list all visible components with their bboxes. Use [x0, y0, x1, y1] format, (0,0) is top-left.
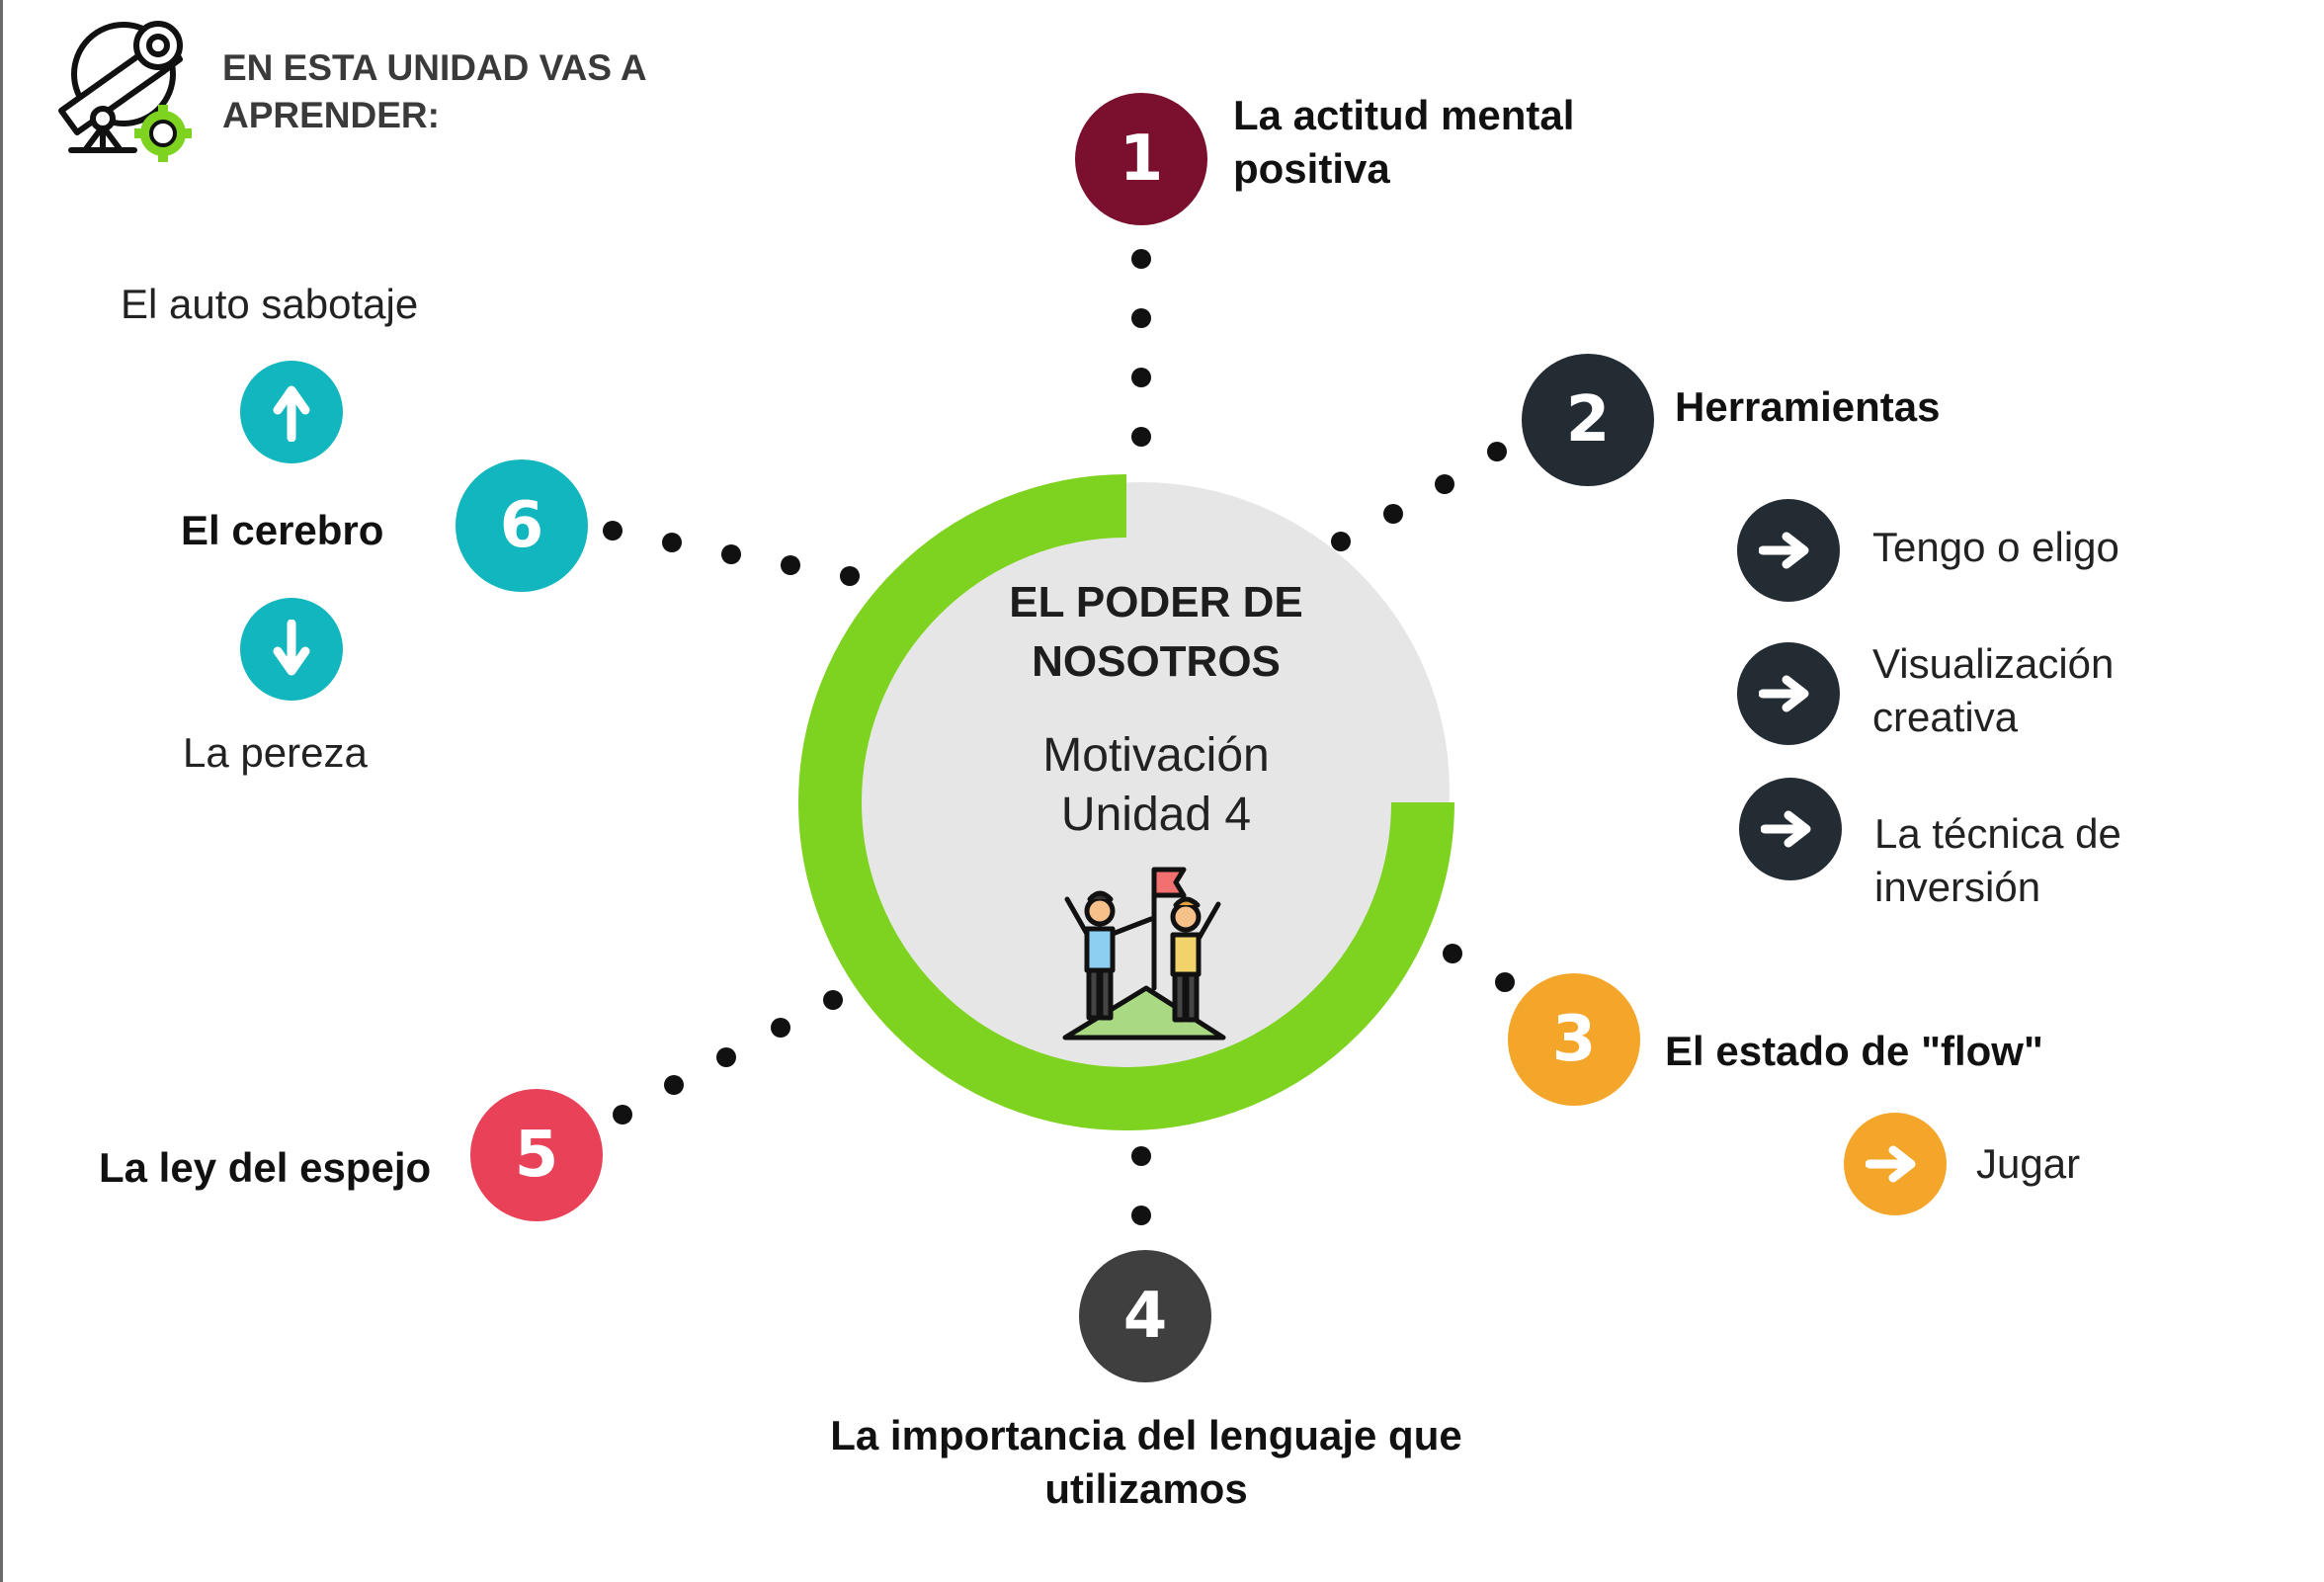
item-2-sub-2-line2: creativa: [1872, 694, 2019, 740]
connector-1: [1131, 249, 1151, 447]
item-3-title: El estado de "flow": [1665, 1028, 2043, 1074]
arrow-down-icon: [240, 598, 343, 701]
item-4-title-line2: utilizamos: [1044, 1465, 1248, 1512]
telescope-gear-icon: [58, 21, 192, 162]
number-badge-3: 3: [1508, 973, 1640, 1106]
center-circle: [833, 482, 1450, 1099]
item-2-sub-1: Tengo o eligo: [1872, 524, 2119, 570]
arrow-right-icon: [1844, 1113, 1947, 1215]
item-1-title: La actitud mental positiva: [1233, 89, 1574, 196]
arrow-right-icon: [1737, 499, 1840, 602]
item-2-sub-3-line2: inversión: [1874, 864, 2041, 910]
item-2-sub-3-line1: La técnica de: [1874, 810, 2121, 857]
number-badge-6: 6: [456, 459, 588, 592]
item-2-title: Herramientas: [1675, 383, 1941, 430]
center-title-line1: EL PODER DE: [1009, 578, 1303, 626]
connector-5: [613, 990, 843, 1124]
item-4-title-line1: La importancia del lenguaje que: [830, 1412, 1462, 1458]
number-badge-5: 5: [470, 1089, 603, 1221]
left-border: [0, 0, 3, 1582]
item-2-sub-3: La técnica de inversión: [1874, 807, 2121, 914]
center-subtitle-line1: Motivación: [1042, 729, 1270, 782]
center-title: EL PODER DE NOSOTROS: [909, 573, 1403, 692]
header-title-line2: APRENDER:: [222, 95, 440, 135]
connector-4: [1131, 1146, 1151, 1225]
item-6-title: El cerebro: [181, 507, 384, 553]
number-badge-4: 4: [1079, 1250, 1211, 1382]
item-2-sub-2: Visualización creativa: [1872, 637, 2114, 744]
item-4-title: La importancia del lenguaje que utilizam…: [751, 1409, 1541, 1516]
center-subtitle-line2: Unidad 4: [1060, 789, 1252, 841]
item-6-sub-1: El auto sabotaje: [121, 281, 419, 327]
item-5-title: La ley del espejo: [99, 1144, 432, 1191]
green-ring: [798, 474, 1454, 1130]
center-subtitle: Motivación Unidad 4: [909, 726, 1403, 845]
center-title-line2: NOSOTROS: [1032, 637, 1281, 686]
item-1-title-line2: positiva: [1233, 145, 1390, 192]
item-2-sub-2-line1: Visualización: [1872, 640, 2115, 687]
number-badge-1: 1: [1075, 93, 1207, 225]
item-6-sub-2: La pereza: [183, 729, 368, 776]
team-flag-summit-icon: [1062, 867, 1226, 1041]
connector-3: [1443, 944, 1515, 992]
arrow-up-icon: [240, 361, 343, 463]
item-3-sub-1: Jugar: [1976, 1140, 2081, 1187]
number-badge-2: 2: [1522, 354, 1654, 486]
arrow-right-icon: [1737, 642, 1840, 745]
header-title-line1: EN ESTA UNIDAD VAS A: [222, 47, 647, 88]
connector-2: [1331, 442, 1507, 551]
header-title: EN ESTA UNIDAD VAS A APRENDER:: [222, 44, 647, 139]
connector-6: [603, 521, 860, 586]
item-1-title-line1: La actitud mental: [1233, 92, 1575, 138]
arrow-right-icon: [1739, 778, 1842, 880]
